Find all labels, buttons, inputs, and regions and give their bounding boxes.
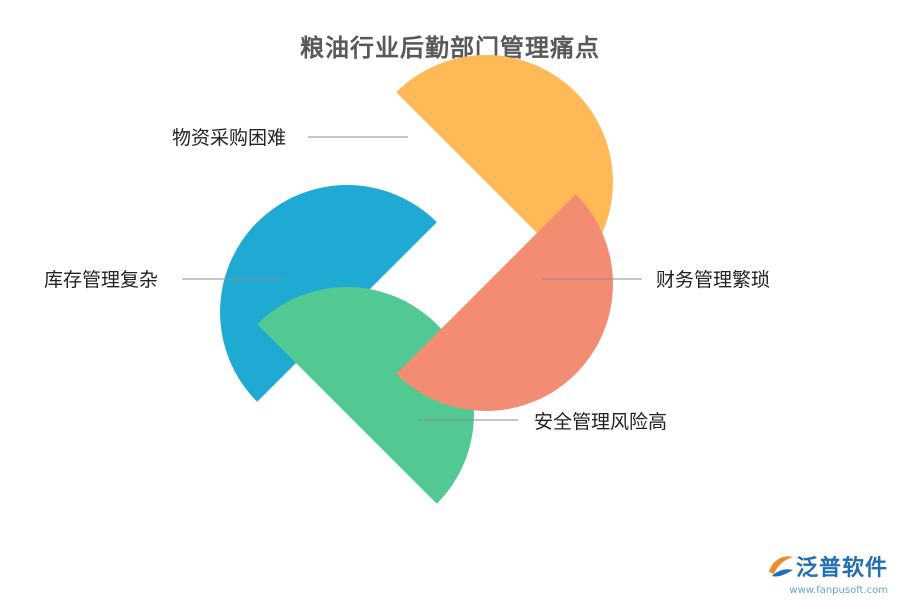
label-inventory: 库存管理复杂	[44, 269, 159, 291]
watermark-url: www.fanpusoft.com	[789, 585, 888, 596]
watermark: 泛普软件	[766, 550, 888, 582]
chart-title: 粮油行业后勤部门管理痛点	[300, 34, 600, 62]
pie-slice-3	[257, 287, 474, 504]
fanpu-logo-icon	[768, 556, 793, 577]
label-finance: 财务管理繁琐	[656, 269, 771, 291]
label-safety: 安全管理风险高	[534, 411, 668, 433]
label-procurement: 物资采购困难	[172, 127, 287, 149]
pie-slice-1	[396, 194, 613, 411]
watermark-brand: 泛普软件	[795, 556, 888, 581]
